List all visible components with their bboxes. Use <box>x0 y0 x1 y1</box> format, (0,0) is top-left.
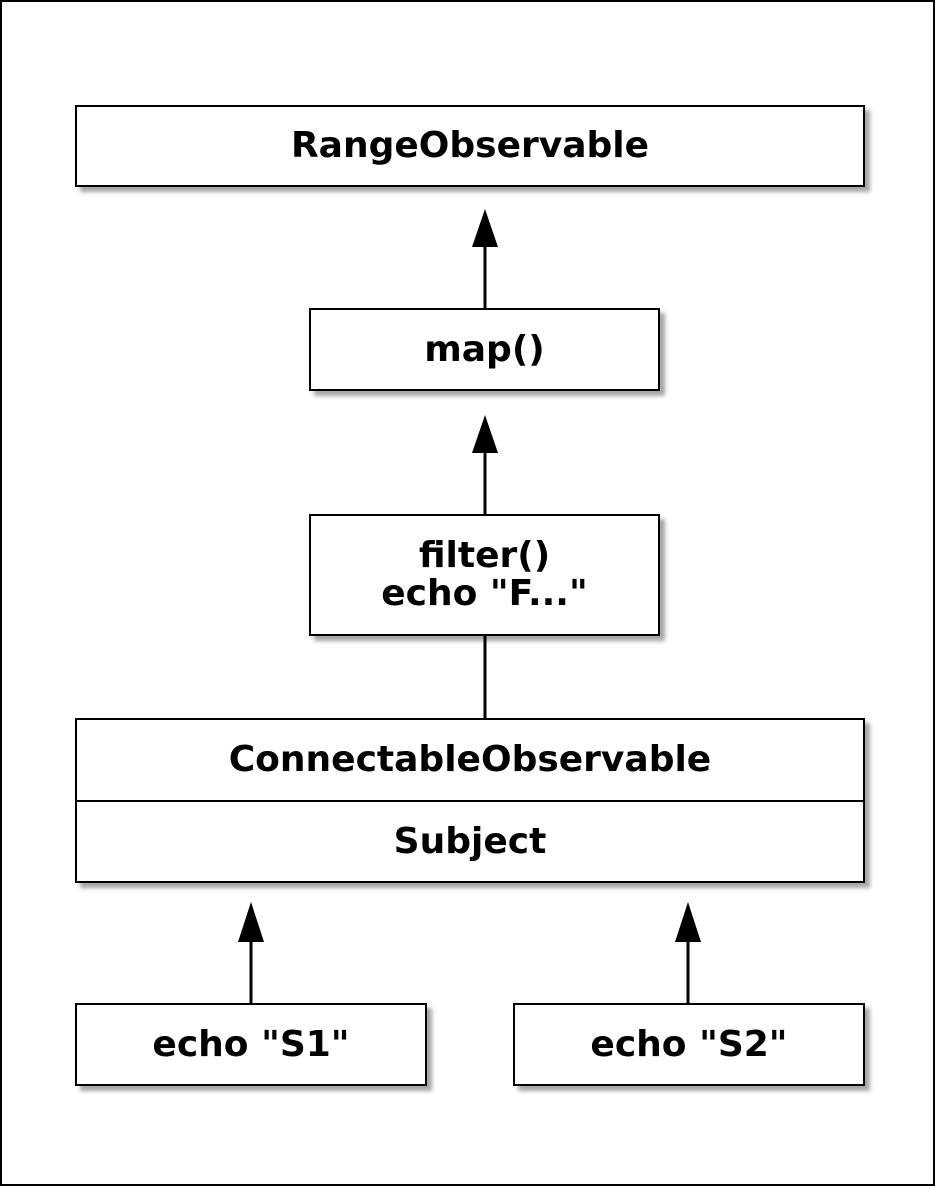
connectable-subject-compartment: Subject <box>77 802 863 881</box>
node-echo-s2: echo "S2" <box>513 1003 865 1086</box>
node-filter-sublabel: echo "F..." <box>381 573 588 614</box>
node-range-observable: RangeObservable <box>75 105 865 187</box>
node-connectable-observable: ConnectableObservable Subject <box>75 718 865 883</box>
node-filter-label: filter() <box>418 535 551 577</box>
arrowhead-s1-icon <box>238 902 264 942</box>
node-map: map() <box>309 308 660 391</box>
arrowhead-map-icon <box>472 415 498 453</box>
node-connectable-label: ConnectableObservable <box>228 739 712 781</box>
node-subject-label: Subject <box>393 820 547 862</box>
connectable-name-compartment: ConnectableObservable <box>77 720 863 802</box>
node-echo-s1-label: echo "S1" <box>152 1023 350 1065</box>
arrowhead-range-icon <box>472 209 498 247</box>
node-echo-s2-label: echo "S2" <box>590 1023 788 1065</box>
arrowhead-s2-icon <box>675 902 701 942</box>
node-filter: filter() echo "F..." <box>309 514 660 636</box>
node-echo-s1: echo "S1" <box>75 1003 427 1086</box>
node-map-label: map() <box>424 328 545 370</box>
node-range-observable-label: RangeObservable <box>290 125 650 167</box>
